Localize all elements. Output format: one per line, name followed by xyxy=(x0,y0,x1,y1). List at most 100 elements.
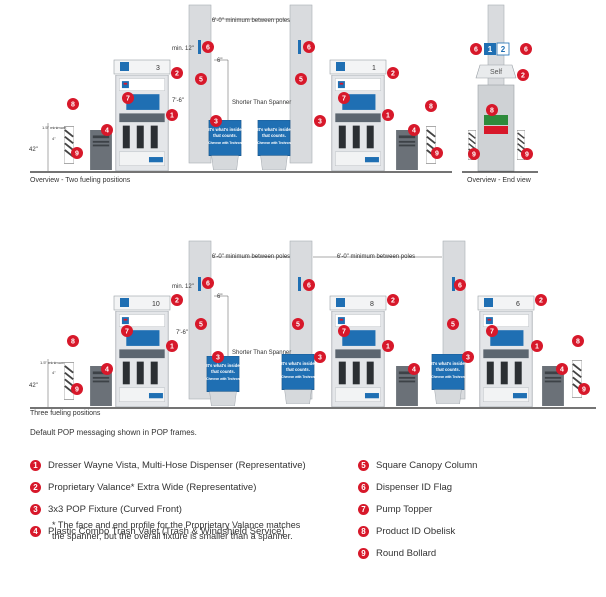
callouts: 6 6 6 2 2 2 5 5 5 7 7 7 1 1 1 3 3 3 8 8 … xyxy=(67,277,590,395)
svg-text:6: 6 xyxy=(458,283,462,290)
caption-end-view: Overview - End view xyxy=(467,177,531,184)
legend-item: 6 Dispenser ID Flag xyxy=(358,482,452,493)
bollard-four-label: 4" xyxy=(52,136,56,141)
overview-two-positions: 6'-0" minimum between poles min. 12" 6" … xyxy=(29,4,452,173)
callout-badge: 7 xyxy=(358,504,369,515)
svg-text:7: 7 xyxy=(342,329,346,336)
svg-text:Chevron with Techron: Chevron with Techron xyxy=(208,141,241,145)
legend-label: Dispenser ID Flag xyxy=(376,482,453,493)
product-obelisk xyxy=(64,362,74,400)
svg-text:that counts.: that counts. xyxy=(213,133,237,138)
bollard-four-label: 4" xyxy=(52,370,56,375)
svg-text:8: 8 xyxy=(71,102,75,109)
legend-item: 1 Dresser Wayne Vista, Multi-Hose Dispen… xyxy=(30,460,306,471)
svg-text:2: 2 xyxy=(391,71,395,78)
dispenser-right: 1 xyxy=(329,59,387,171)
svg-text:1: 1 xyxy=(170,344,174,351)
callout-badge: 3 xyxy=(30,504,41,515)
svg-text:2: 2 xyxy=(521,73,525,80)
min-height-label: min. 12" xyxy=(172,46,194,52)
svg-text:9: 9 xyxy=(75,387,79,394)
bollard-min-label: 1.5" minimum xyxy=(40,360,65,365)
svg-text:6: 6 xyxy=(524,47,528,54)
dispenser-6: 6 xyxy=(477,295,535,407)
callout-badge: 9 xyxy=(358,548,369,559)
svg-text:It's what's inside: It's what's inside xyxy=(281,361,315,366)
callout-badge: 2 xyxy=(30,482,41,493)
legend-item: 7 Pump Topper xyxy=(358,504,432,515)
flag-left-number: 1 xyxy=(488,45,493,54)
caption-two-positions: Overview - Two fueling positions xyxy=(30,177,131,184)
svg-text:It's what's inside: It's what's inside xyxy=(257,127,291,132)
default-note: Default POP messaging shown in POP frame… xyxy=(30,428,197,437)
spacing-label: 6'-0" minimum between poles xyxy=(212,254,290,260)
shorter-than-spanner: Shorter Than Spanner xyxy=(232,350,291,356)
svg-text:that counts.: that counts. xyxy=(436,367,460,372)
self-label: Self xyxy=(490,69,502,76)
svg-text:3: 3 xyxy=(216,355,220,362)
svg-text:6: 6 xyxy=(206,45,210,52)
svg-text:9: 9 xyxy=(472,152,476,159)
svg-text:4: 4 xyxy=(105,367,109,374)
product-obelisk xyxy=(64,126,74,164)
svg-text:3: 3 xyxy=(214,119,218,126)
svg-text:5: 5 xyxy=(199,77,203,84)
svg-text:1: 1 xyxy=(386,344,390,351)
dispenser-left: 3 xyxy=(113,59,171,171)
seven-six-label: 7'-6" xyxy=(172,98,184,104)
callout-badge: 8 xyxy=(358,526,369,537)
svg-text:4: 4 xyxy=(105,128,109,135)
legend-label: 3x3 POP Fixture (Curved Front) xyxy=(48,504,182,515)
svg-text:5: 5 xyxy=(199,322,203,329)
legend-label: Plastic Combo Trash Valet (Trash & Winds… xyxy=(48,526,285,537)
svg-text:Chevron with Techron: Chevron with Techron xyxy=(281,375,314,379)
svg-text:Chevron with Techron: Chevron with Techron xyxy=(431,375,464,379)
legend-item: 3 3x3 POP Fixture (Curved Front) xyxy=(30,504,182,515)
dispenser-number: 6 xyxy=(516,301,520,308)
callout-badge: 6 xyxy=(358,482,369,493)
caption-three-positions: Three fueling positions xyxy=(30,410,101,417)
bollard-42-label: 42" xyxy=(29,383,38,389)
svg-text:Chevron with Techron: Chevron with Techron xyxy=(206,377,239,381)
end-view: 1 2 Self 6 6 2 8 9 9 xyxy=(462,4,538,173)
svg-text:7: 7 xyxy=(490,329,494,336)
dispenser-10: 10 xyxy=(113,295,171,407)
svg-text:1: 1 xyxy=(386,113,390,120)
bollard-min-label: 1.5" minimum xyxy=(42,125,67,130)
svg-text:1: 1 xyxy=(535,344,539,351)
svg-text:7: 7 xyxy=(342,96,346,103)
six-inch-label: 6" xyxy=(217,58,222,64)
legend-label: Pump Topper xyxy=(376,504,433,515)
spacing-label-right: 6'-0" minimum between poles xyxy=(337,254,415,260)
svg-text:Chevron with Techron: Chevron with Techron xyxy=(257,141,290,145)
svg-text:7: 7 xyxy=(125,329,129,336)
svg-text:9: 9 xyxy=(435,151,439,158)
svg-text:4: 4 xyxy=(412,367,416,374)
footnote: * The face and end profile for the Propr… xyxy=(52,520,301,541)
dispenser-number: 10 xyxy=(152,301,160,308)
svg-text:2: 2 xyxy=(175,71,179,78)
svg-text:3: 3 xyxy=(318,119,322,126)
svg-text:6: 6 xyxy=(307,283,311,290)
legend-label: Round Bollard xyxy=(376,548,437,559)
trash-valet xyxy=(396,130,418,170)
seven-six-label: 7'-6" xyxy=(176,330,188,336)
svg-text:9: 9 xyxy=(525,152,529,159)
svg-text:5: 5 xyxy=(296,322,300,329)
valance-end xyxy=(475,64,517,79)
svg-text:It's what's inside: It's what's inside xyxy=(208,127,242,132)
svg-text:9: 9 xyxy=(75,151,79,158)
dispenser-id-flag xyxy=(298,40,301,54)
svg-text:8: 8 xyxy=(576,339,580,346)
legend-item: 8 Product ID Obelisk xyxy=(358,526,455,537)
svg-text:that counts.: that counts. xyxy=(286,367,310,372)
svg-text:5: 5 xyxy=(299,77,303,84)
legend-label: Proprietary Valance* Extra Wide (Represe… xyxy=(48,482,257,493)
flag-right-number: 2 xyxy=(501,45,506,54)
legend-label: Square Canopy Column xyxy=(376,460,478,471)
min-height-label: min. 12" xyxy=(172,284,194,290)
bollard-42-label: 42" xyxy=(29,147,38,153)
svg-text:2: 2 xyxy=(391,298,395,305)
callouts: 6 6 2 2 5 5 7 7 1 1 3 3 8 8 4 4 9 9 xyxy=(67,41,443,159)
svg-text:4: 4 xyxy=(412,128,416,135)
